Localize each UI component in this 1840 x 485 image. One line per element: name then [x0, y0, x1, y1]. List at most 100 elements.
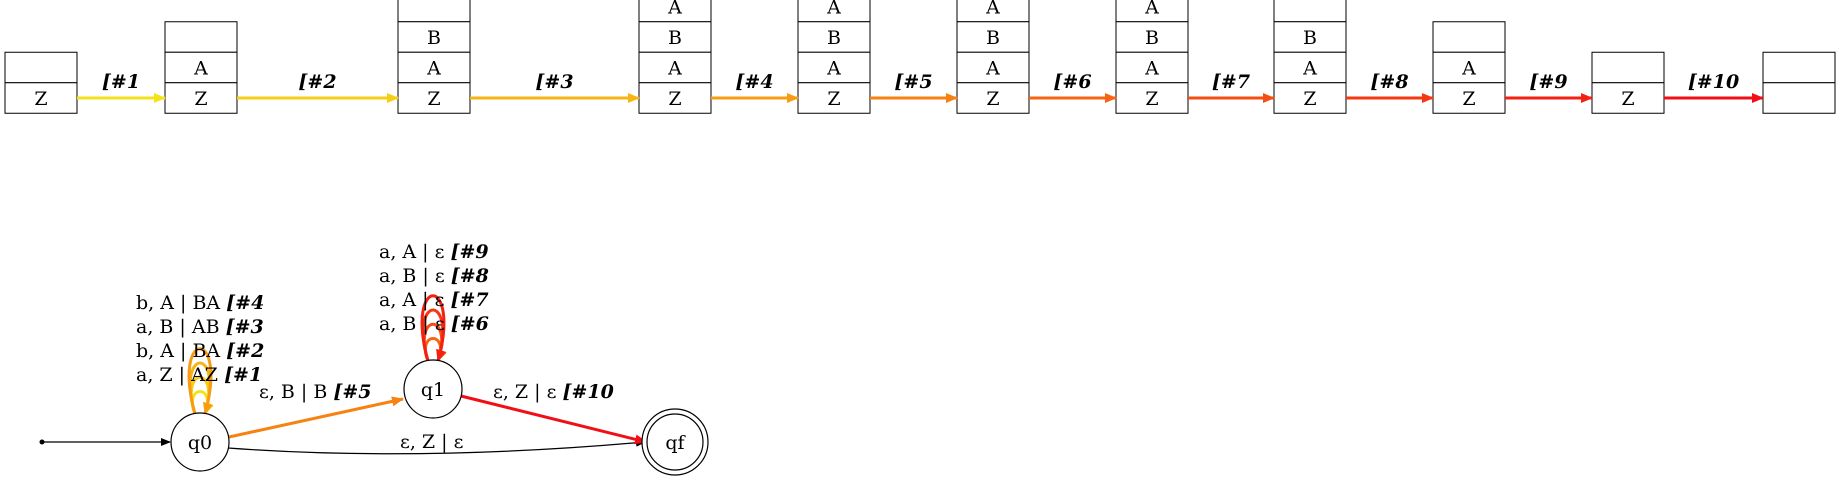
stack-9: Z — [1591, 51, 1665, 114]
stack-cell-label: Z — [1303, 88, 1316, 110]
q0-self-loops — [187, 347, 214, 415]
q1-loop-9 — [420, 294, 446, 362]
step-label-3: [#3 — [535, 71, 573, 93]
step-label-6: [#6 — [1053, 71, 1091, 93]
state-qf-label: qf — [665, 432, 686, 454]
stack-sequence: ZAZBAZABAZBABAZBABAZABAZBAZAZZ[#1[#2[#3[… — [4, 0, 1836, 114]
stack-cell-label: B — [668, 27, 682, 49]
step-label-8: [#8 — [1370, 71, 1408, 93]
edge-q0-q1 — [228, 396, 404, 439]
q1_loop-label: a, B | ε [#8 — [379, 265, 489, 287]
stack-cell-label: Z — [1621, 88, 1634, 110]
stack-cell-label: A — [826, 0, 841, 19]
q0-loop-4 — [187, 347, 213, 415]
stack-8: AZ — [1432, 21, 1506, 114]
stack-cell — [1762, 51, 1836, 84]
stack-cell — [956, 51, 1030, 84]
state-q1: q1 — [403, 359, 463, 419]
q1-self-loops — [420, 294, 447, 362]
stack-cell-label: A — [826, 58, 841, 80]
q0_loop-label: a, B | AB [#3 — [136, 316, 264, 338]
edge-q1-qf-label: ε, Z | ε [#10 — [493, 381, 614, 403]
step-label-4: [#4 — [735, 71, 773, 93]
stack-cell — [164, 51, 238, 84]
stack-cell-label: A — [1144, 58, 1159, 80]
stack-cell — [4, 51, 78, 84]
step-label-7: [#7 — [1212, 71, 1250, 93]
q0-loop-labels: b, A | BA [#4a, B | AB [#3b, A | BA [#2a… — [136, 292, 264, 386]
q1_loop-label: a, A | ε [#7 — [379, 289, 489, 311]
stack-cell-label: Z — [986, 88, 999, 110]
stack-cell-label: A — [193, 58, 208, 80]
stack-cell — [397, 0, 471, 23]
step-label-2: [#2 — [298, 71, 336, 93]
stack-7: BAZ — [1273, 0, 1347, 114]
stack-cell — [1432, 51, 1506, 84]
stack-cell — [1762, 82, 1836, 114]
stack-cell — [638, 51, 712, 84]
q1-loop-labels: a, A | ε [#9a, B | ε [#8a, A | ε [#7a, B… — [379, 241, 489, 335]
state-diagram: ε, Z | ε ε, B | B [#5 ε, Z | ε [#10 b, A… — [39, 241, 709, 476]
stack-cell — [1591, 51, 1665, 84]
stack-cell — [164, 82, 238, 114]
stack-cell-label: Z — [427, 88, 440, 110]
stack-cell-label: B — [427, 27, 441, 49]
stack-0: Z — [4, 51, 78, 114]
q0_loop-label: a, Z | AZ [#1 — [136, 364, 262, 386]
stack-cell-label: A — [667, 0, 682, 19]
stack-cell — [164, 21, 238, 53]
state-q1-label: q1 — [421, 379, 445, 401]
stack-cell — [1273, 0, 1347, 23]
stack-cell-label: A — [426, 58, 441, 80]
stack-cell — [397, 21, 471, 53]
stack-10 — [1762, 51, 1836, 114]
stack-cell-label: Z — [34, 88, 47, 110]
edge-q0-qf-label: ε, Z | ε — [400, 431, 463, 453]
stack-cell-label: Z — [194, 88, 207, 110]
stack-5: BABAZ — [956, 0, 1030, 114]
stack-cell-label: B — [986, 27, 1000, 49]
stack-cell-label: A — [1144, 0, 1159, 19]
stack-cell-label: A — [667, 58, 682, 80]
stack-cell-label: A — [1461, 58, 1476, 80]
stack-cell — [797, 51, 871, 84]
stack-cell-label: A — [985, 58, 1000, 80]
stack-4: BABAZ — [797, 0, 871, 114]
stack-2: BAZ — [397, 0, 471, 114]
step-label-10: [#10 — [1688, 71, 1739, 93]
edge-q0-q1-label: ε, B | B [#5 — [259, 381, 372, 403]
q1_loop-label: a, A | ε [#9 — [379, 241, 489, 263]
q1_loop-label: a, B | ε [#6 — [379, 313, 489, 335]
stack-cell-label: B — [1145, 27, 1159, 49]
step-label-1: [#1 — [102, 71, 140, 93]
edge-q0-qf — [227, 438, 646, 455]
stack-cell-label: Z — [1462, 88, 1475, 110]
stack-cell — [1273, 21, 1347, 53]
stack-1: AZ — [164, 21, 238, 114]
step-label-5: [#5 — [894, 71, 932, 93]
stack-cell-label: A — [985, 0, 1000, 19]
stack-cell-label: A — [1302, 58, 1317, 80]
q0_loop-label: b, A | BA [#2 — [136, 340, 264, 362]
stack-cell-label: Z — [827, 88, 840, 110]
stack-cell-label: B — [1303, 27, 1317, 49]
state-q0-label: q0 — [188, 432, 212, 454]
stack-cell-label: Z — [1145, 88, 1158, 110]
stack-cell — [4, 82, 78, 114]
stack-cell — [797, 21, 871, 53]
stack-cell — [956, 82, 1030, 114]
q0_loop-label: b, A | BA [#4 — [136, 292, 264, 314]
step-label-9: [#9 — [1529, 71, 1567, 93]
stack-cell — [1115, 21, 1189, 53]
stack-cell — [1432, 21, 1506, 53]
edge-q1-qf — [460, 394, 647, 445]
state-q0: q0 — [170, 412, 230, 472]
stack-cell — [1273, 51, 1347, 84]
stack-cell-label: Z — [668, 88, 681, 110]
state-qf: qf — [641, 408, 709, 476]
stack-cell-label: B — [827, 27, 841, 49]
stack-cell — [638, 21, 712, 53]
